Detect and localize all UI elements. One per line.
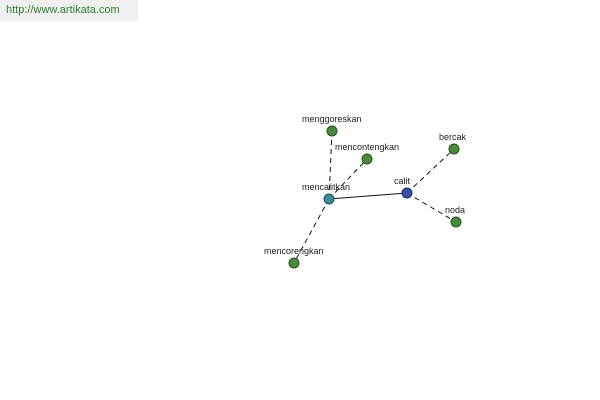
node-dot-calit[interactable] [401, 187, 413, 199]
edge-mencalitkan-mencorengkan [293, 198, 330, 264]
node-dot-menggoreskan[interactable] [326, 125, 338, 137]
node-calit[interactable]: calit [394, 176, 413, 199]
edge-calit-bercak [406, 148, 455, 194]
node-label-mencalitkan[interactable]: mencalitkan [302, 182, 350, 192]
node-dot-mencalitkan[interactable] [323, 193, 335, 205]
node-dot-mencontengkan[interactable] [361, 153, 373, 165]
node-dot-noda[interactable] [450, 216, 462, 228]
node-label-mencorengkan[interactable]: mencorengkan [264, 246, 324, 256]
graph-edges [293, 130, 457, 264]
node-label-mencontengkan[interactable]: mencontengkan [335, 142, 399, 152]
node-label-noda[interactable]: noda [445, 205, 465, 215]
edge-calit-noda [406, 192, 457, 223]
node-label-bercak[interactable]: bercak [439, 132, 467, 142]
node-bercak[interactable]: bercak [439, 132, 467, 155]
edge-calit-mencalitkan [328, 192, 408, 200]
node-mencalitkan[interactable]: mencalitkan [302, 182, 350, 205]
edge-mencalitkan-mencontengkan [328, 158, 368, 200]
node-dot-mencorengkan[interactable] [288, 257, 300, 269]
node-label-menggoreskan[interactable]: menggoreskan [302, 114, 362, 124]
node-noda[interactable]: noda [445, 205, 465, 228]
graph-nodes: calit mencalitkan menggoreskan mencontengka… [264, 114, 467, 269]
node-menggoreskan[interactable]: menggoreskan [302, 114, 362, 137]
node-mencontengkan[interactable]: mencontengkan [335, 142, 399, 165]
source-url-banner[interactable]: http://www.artikata.com [0, 0, 138, 21]
node-dot-bercak[interactable] [448, 143, 460, 155]
node-mencorengkan[interactable]: mencorengkan [264, 246, 324, 269]
node-label-calit[interactable]: calit [394, 176, 411, 186]
edge-mencalitkan-menggoreskan [328, 130, 333, 200]
